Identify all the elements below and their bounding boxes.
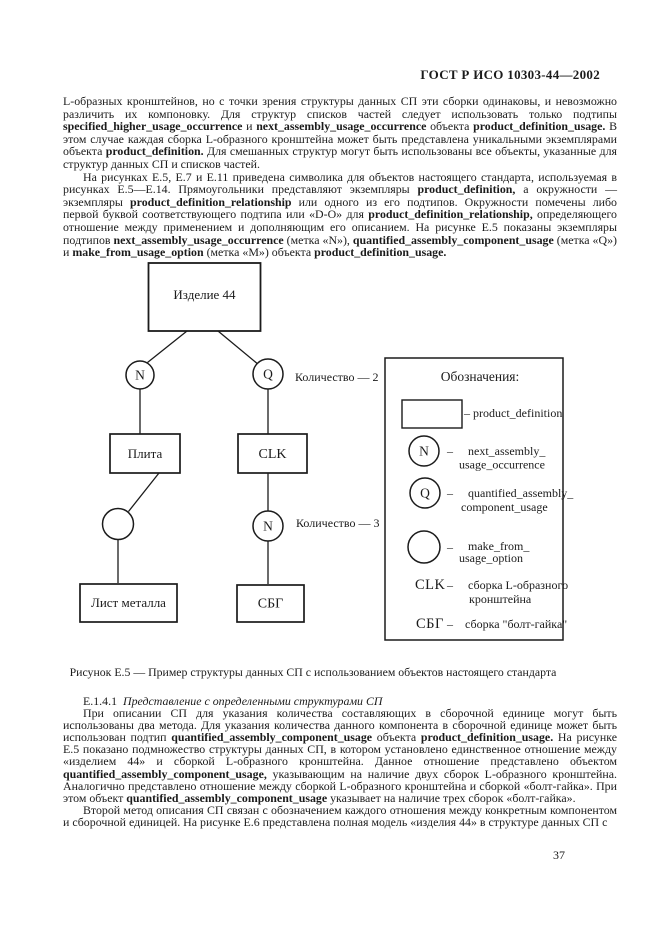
legend-dash: – [446,444,454,458]
legend-dash: – [446,578,454,592]
node-box-izdelie44 [147,262,262,332]
legend-label-quantified-1: quantified_assembly_ [468,486,574,500]
legend-circle-make-from [407,530,441,564]
body-text-upper: L-образных кронштейнов, но с точки зрени… [63,95,617,259]
paragraph: Второй метод описания СП связан с обозна… [63,802,617,829]
section-title: Представление с определенными структурам… [122,694,383,708]
legend-label-sbg-1: сборка "болт-гайка" [465,617,567,631]
legend-dash: – [446,540,454,554]
edge-root-to-n [147,330,188,364]
standard-number-header: ГОСТ Р ИСО 10303-44—2002 [420,67,600,82]
legend-circle-q-letter: Q [420,486,430,501]
legend-label-clk-1: сборка L-образного [468,578,568,592]
circle-next-assembly [125,360,155,390]
figure-caption: Рисунок Е.5 — Пример структуры данных СП… [69,665,557,679]
legend-label-next-assembly-1: next_assembly_ [468,444,546,458]
node-box-list-metalla [79,583,178,623]
section-heading: Е.1.4.1 Представление с определенными ст… [63,695,617,707]
section-number: Е.1.4.1 [83,694,118,708]
body-text-lower: Е.1.4.1 Представление с определенными ст… [63,695,617,828]
annotation-quantity-2: Количество — 2 [295,370,378,384]
circle-quantified [252,358,284,390]
node-box-clk [237,433,308,474]
legend-rect-symbol [401,399,463,429]
circle-label-n1: N [135,368,145,383]
circle-make-from [101,507,135,541]
legend-symbol-sbg: СБГ [416,616,444,632]
node-label-izdelie44: Изделие 44 [173,287,236,302]
node-box-sbg [236,584,305,623]
node-label-list-metalla: Лист металла [91,595,166,610]
legend-label-clk-2: кронштейна [469,592,532,606]
node-label-clk: CLK [259,447,287,462]
legend-circle-q [409,477,441,509]
legend-dash: – [446,617,454,631]
legend-circle-n [408,435,440,467]
legend-label-quantified-2: component_usage [461,500,548,514]
legend-dash: – [446,486,454,500]
legend-symbol-clk: CLK [415,577,446,593]
paragraph-continued: L-образных кронштейнов, но с точки зрени… [63,94,617,171]
paragraph: При описании СП для указания количества … [63,706,617,805]
legend-label-make-from-1: make_from_ [468,539,530,553]
paragraph: На рисунках Е.5, Е.7 и Е.11 приведена си… [63,169,618,260]
legend-label-make-from-2: usage_option [459,551,523,565]
circle-label-n2: N [263,519,273,534]
circle-label-q: Q [263,367,273,382]
node-label-plita: Плита [128,446,163,461]
circle-next-assembly-2 [252,510,284,542]
legend-circle-n-letter: N [419,444,429,459]
node-box-plita [109,433,181,474]
legend-label-product-definition: – product_definition [463,406,562,420]
legend-label-next-assembly-2: usage_occurrence [459,458,545,472]
node-label-sbg: СБГ [258,597,283,612]
annotation-quantity-3: Количество — 3 [296,516,379,530]
page-number: 37 [553,848,565,862]
edge-root-to-q [217,330,260,366]
edge-plita-to-make [127,472,160,512]
legend-title: Обозначения: [441,369,520,384]
